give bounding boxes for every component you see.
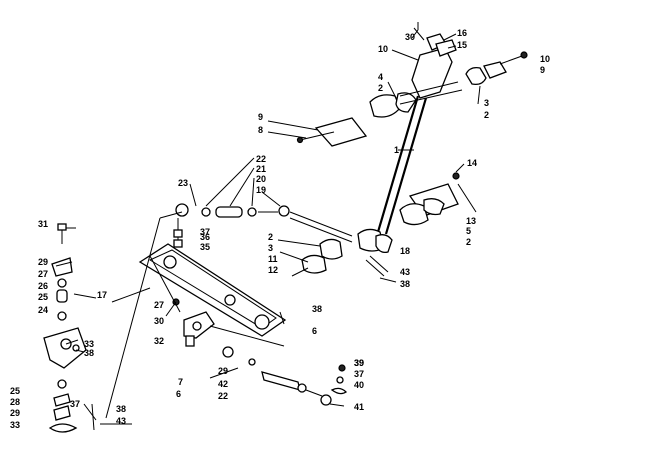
part-label-34: 29 [38,257,48,267]
part-label-22: 2 [466,237,471,247]
part-label-23: 2 [268,232,273,242]
part-label-54: 37 [354,369,364,379]
part-label-39: 24 [38,305,48,315]
part-label-58: 28 [10,397,20,407]
part-label-17: 20 [256,174,266,184]
part-label-38: 25 [38,292,48,302]
tie-rod-upper [175,203,353,243]
part-label-9: 3 [484,98,489,108]
part-labels: 30 16 15 10 10 9 4 2 3 2 9 8 1 14 22 21 … [10,28,550,430]
handlebar-block-top [369,22,528,118]
part-label-48: 39 [354,358,364,368]
steering-arm [138,218,287,337]
part-label-57: 25 [10,386,20,396]
part-label-11: 9 [258,112,263,122]
part-label-46: 38 [84,348,94,358]
part-label-55: 40 [354,380,364,390]
part-label-35: 27 [38,269,48,279]
part-label-8: 2 [378,83,383,93]
part-label-53: 39 [354,358,364,368]
part-label-42: 38 [312,304,322,314]
tie-rod-lower [209,346,348,407]
part-label-33: 35 [200,242,210,252]
part-label-28: 43 [400,267,410,277]
part-label-7: 4 [378,72,383,82]
part-label-62: 38 [116,404,126,414]
pivot-arm-lower [183,311,285,347]
leader-lines [55,29,481,425]
part-label-16: 21 [256,164,266,174]
part-label-32: 36 [200,232,210,242]
part-label-43: 6 [312,326,317,336]
part-label-59: 29 [10,408,20,418]
part-label-60: 33 [10,420,20,430]
part-label-20: 13 [466,216,476,226]
part-label-36: 26 [38,281,48,291]
part-label-49: 6 [176,389,181,399]
part-label-31: 37 [200,227,210,237]
part-label-26: 12 [268,265,278,275]
part-label-5: 10 [540,54,550,64]
part-label-63: 43 [116,416,126,426]
part-label-52: 22 [218,391,228,401]
part-label-29: 38 [400,279,410,289]
part-label-44: 32 [154,336,164,346]
part-label-51: 42 [218,379,228,389]
part-label-14: 14 [467,158,477,168]
part-label-40: 27 [154,300,164,310]
part-label-13: 1 [394,145,399,155]
part-label-30: 31 [38,219,48,229]
part-label-50: 29 [218,366,228,376]
part-label-4: 10 [378,44,388,54]
part-label-27: 18 [400,246,410,256]
part-label-3: 15 [457,40,467,50]
part-label-61: 37 [70,399,80,409]
part-label-15: 22 [256,154,266,164]
part-label-21: 5 [466,226,471,236]
part-label-10: 2 [484,110,489,120]
part-label-6: 9 [540,65,545,75]
part-label-45: 33 [84,339,94,349]
lower-clamps [291,228,397,283]
part-label-24: 3 [268,243,273,253]
left-spindle-stack [43,223,97,433]
part-label-37: 17 [97,290,107,300]
part-label-1: 30 [405,32,415,42]
part-label-2: 16 [457,28,467,38]
part-label-19: 23 [178,178,188,188]
part-label-18: 19 [256,185,266,195]
steering-post [376,95,428,235]
part-label-56: 41 [354,402,364,412]
part-label-12: 8 [258,125,263,135]
mount-bracket-right [399,172,477,226]
mount-bracket-left [267,117,368,147]
part-label-47: 7 [178,377,183,387]
part-label-25: 11 [268,254,278,264]
part-label-41: 30 [154,316,164,326]
